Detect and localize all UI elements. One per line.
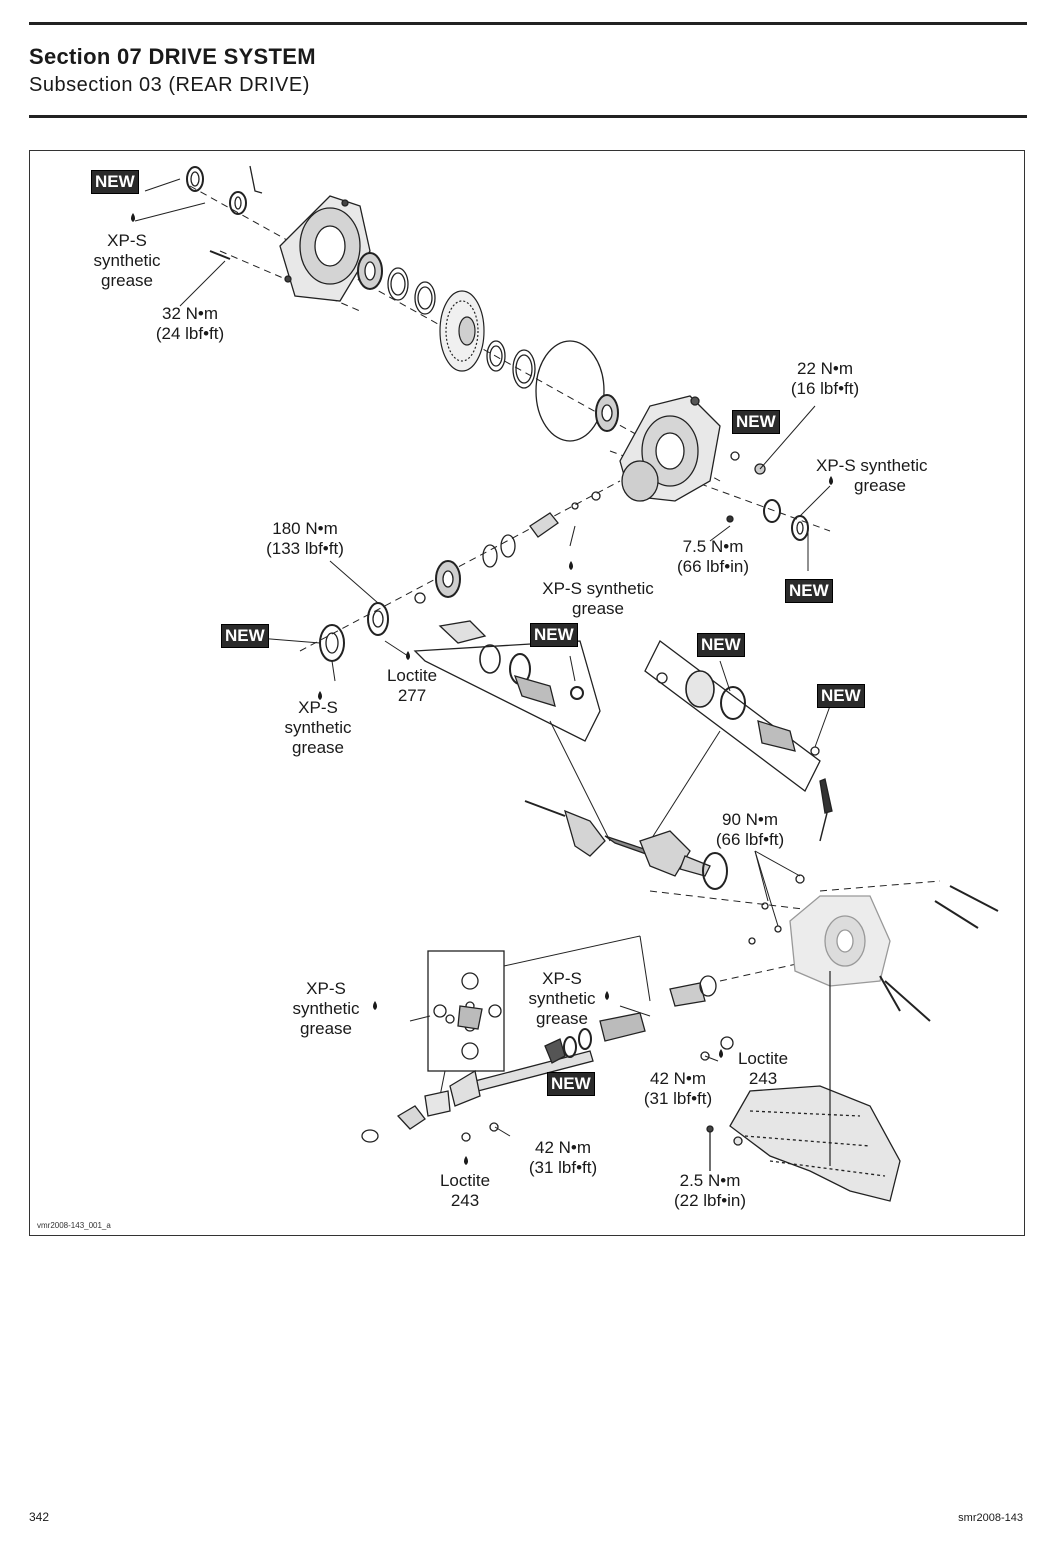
torque-callout: 180 N•m(133 lbf•ft): [266, 519, 344, 558]
torque-callout: 42 N•m(31 lbf•ft): [528, 1138, 598, 1177]
drive-shaft-assembly: [524, 800, 728, 890]
torque-callout: 7.5 N•m(66 lbf•in): [676, 537, 750, 576]
new-badge: NEW: [732, 410, 780, 434]
tool-screwdriver: [819, 778, 833, 842]
header-rule-bottom: [29, 115, 1027, 118]
torque-callout: 32 N•m(24 lbf•ft): [155, 304, 225, 343]
leader-lines: [134, 178, 831, 1137]
torque-callout: 90 N•m(66 lbf•ft): [715, 810, 785, 849]
cover-bolt: [209, 250, 231, 260]
grease-drop-icons: [131, 213, 833, 1165]
torque-callout: 2.5 N•m(22 lbf•in): [673, 1171, 747, 1210]
new-badge: NEW: [697, 633, 745, 657]
lower-u-joint: [361, 1090, 499, 1143]
new-badge: NEW: [817, 684, 865, 708]
document-code: smr2008-143: [958, 1512, 1023, 1524]
drive-housing: [619, 395, 721, 502]
new-badge: NEW: [547, 1072, 595, 1096]
ring-gear-shim-stack: [357, 252, 436, 315]
new-badge: NEW: [221, 624, 269, 648]
housing-small-bolts: [748, 850, 805, 945]
yoke-nuts: [700, 1036, 734, 1061]
cv-joint-kit-right: [644, 640, 821, 792]
protective-cover: [706, 1085, 901, 1202]
differential-shims: [486, 340, 619, 442]
long-bolts: [879, 885, 999, 1022]
ring-gear: [439, 290, 485, 372]
transmission-housing: [789, 895, 891, 987]
subsection-title: Subsection 03 (REAR DRIVE): [29, 74, 310, 96]
exploded-view-drawing: [131, 165, 999, 1202]
output-seal: [319, 624, 345, 662]
u-joint-inset: [427, 950, 505, 1072]
new-badge: NEW: [530, 623, 578, 647]
header-rule-top: [29, 22, 1027, 25]
figure-id: vmr2008-143_001_a: [37, 1221, 111, 1230]
page-number: 342: [29, 1510, 50, 1524]
torque-callout: 22 N•m(16 lbf•ft): [790, 359, 860, 398]
rear-cover-housing: [279, 195, 371, 302]
propeller-shaft: [449, 975, 717, 1107]
section-title: Section 07 DRIVE SYSTEM: [29, 44, 316, 69]
new-badge: NEW: [91, 170, 139, 194]
pinion-seal-group: [186, 165, 263, 215]
pinion-gear-assembly: [367, 491, 601, 636]
new-badge: NEW: [785, 579, 833, 603]
housing-fasteners: [726, 451, 809, 541]
torque-callout: 42 N•m(31 lbf•ft): [643, 1069, 713, 1108]
